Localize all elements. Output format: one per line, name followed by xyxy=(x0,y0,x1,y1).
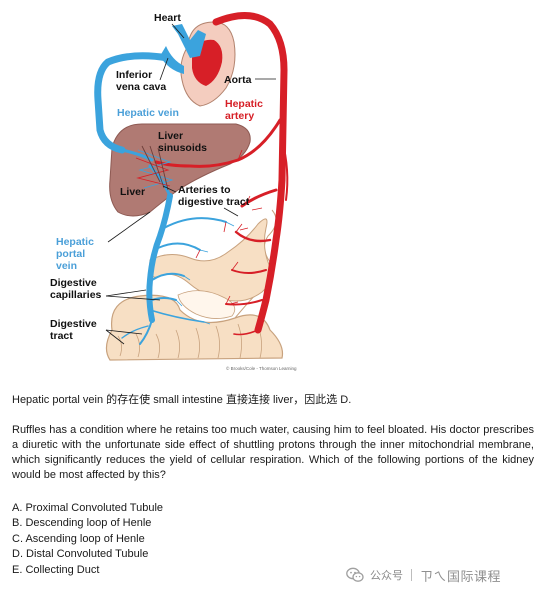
label-digestive-tract: Digestive tract xyxy=(50,318,97,342)
label-aorta: Aorta xyxy=(224,74,252,86)
watermark-separator xyxy=(411,569,412,581)
label-hepatic-artery: Hepatic artery xyxy=(225,98,263,122)
wechat-icon xyxy=(346,567,364,583)
label-arteries-to-digestive-tract: Arteries to digestive tract xyxy=(178,184,250,208)
question-text: Ruffles has a condition where he retains… xyxy=(12,424,534,481)
heart-shape xyxy=(160,21,236,107)
gut-capillaries-blue xyxy=(175,221,235,325)
option-d: D. Distal Convoluted Tubule xyxy=(12,548,149,561)
label-liver: Liver xyxy=(120,186,146,198)
answer-options: A. Proximal Convoluted Tubule B. Descend… xyxy=(12,501,342,578)
figure-credit: © Brooks/Cole - Thomson Learning xyxy=(226,366,297,371)
liver-capillary-mesh xyxy=(135,145,174,191)
option-c: C. Ascending loop of Henle xyxy=(12,532,145,545)
watermark-platform: 公众号 xyxy=(370,569,403,582)
wechat-watermark: 公众号 ㄗㄟ国际课程 xyxy=(346,564,501,586)
option-e: E. Collecting Duct xyxy=(12,563,100,576)
label-digestive-capillaries: Digestive capillaries xyxy=(50,277,102,301)
hepatic-portal-system-illustration xyxy=(94,12,289,361)
leader-lines xyxy=(105,23,276,345)
liver-shape xyxy=(109,123,251,217)
circulation-diagram: Heart Inferior vena cava Aorta Hepatic v… xyxy=(50,12,297,371)
label-inferior-vena-cava: Inferior vena cava xyxy=(116,69,167,93)
vein-network xyxy=(94,52,227,345)
option-b: B. Descending loop of Henle xyxy=(12,517,152,530)
option-a: A. Proximal Convoluted Tubule xyxy=(12,502,164,514)
artery-network xyxy=(154,12,289,336)
label-hepatic-portal-vein: Hepatic portal vein xyxy=(56,236,94,272)
digestive-tract-shape xyxy=(105,209,284,361)
label-hepatic-vein: Hepatic vein xyxy=(117,107,179,119)
label-liver-sinusoids: Liver sinusoids xyxy=(158,130,208,154)
gut-capillaries-red xyxy=(195,149,263,305)
answer-explanation: Hepatic portal vein 的存在使 small intestine… xyxy=(12,394,352,406)
watermark-brand: ㄗㄟ国际课程 xyxy=(420,569,502,585)
label-heart: Heart xyxy=(154,12,181,24)
